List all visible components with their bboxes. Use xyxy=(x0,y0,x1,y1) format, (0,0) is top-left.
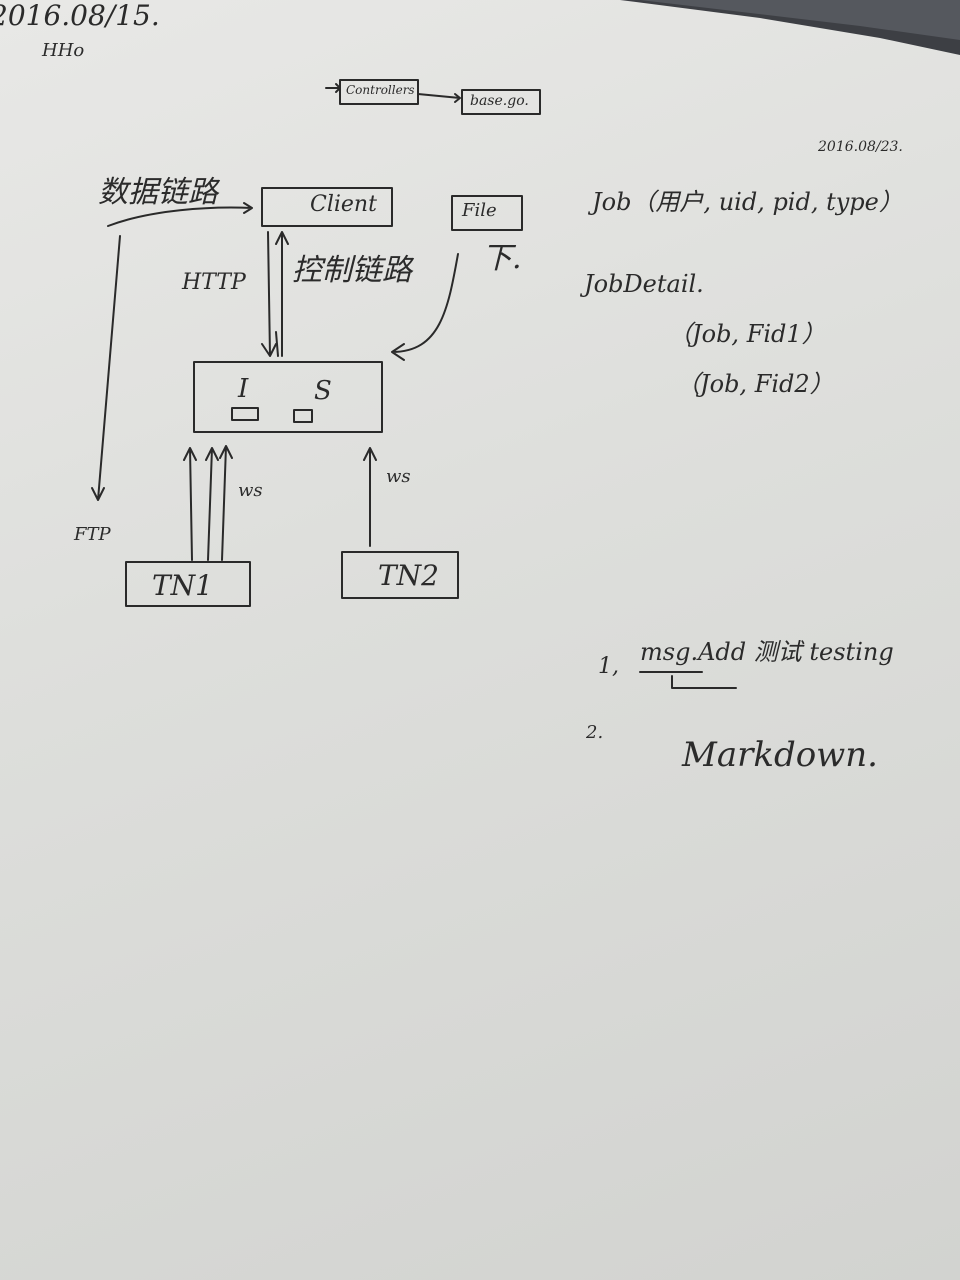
tn2-box xyxy=(341,551,459,599)
file-box xyxy=(451,195,523,231)
ws-left-label: ws xyxy=(238,480,263,501)
down-label: 下. xyxy=(482,241,522,276)
base-go-box xyxy=(461,89,541,115)
client-box xyxy=(261,187,393,227)
laptop-edge xyxy=(620,0,960,55)
client-label: Client xyxy=(310,192,377,217)
jobdetail-row2: （Job, Fid2） xyxy=(676,370,834,398)
controllers-box xyxy=(339,79,419,105)
tn1-label: TN1 xyxy=(152,569,213,602)
http-label: HTTP xyxy=(182,270,246,295)
jobdetail-row1: （Job, Fid1） xyxy=(668,320,826,348)
flow-left-label: Controllers xyxy=(346,83,415,97)
jobdetail-note: JobDetail. xyxy=(584,270,704,298)
todo-2-text: Markdown. xyxy=(682,735,878,775)
ftp-label: FTP xyxy=(74,524,111,545)
server-s-label: S xyxy=(314,376,332,406)
file-label: File xyxy=(462,200,497,221)
control-link-label: 控制链路 xyxy=(292,253,412,288)
tn1-box xyxy=(125,561,251,607)
todo-2-number: 2. xyxy=(586,722,604,743)
server-box xyxy=(193,361,383,433)
data-link-label: 数据链路 xyxy=(98,175,218,210)
server-main-label: I xyxy=(238,374,249,404)
todo-1-number: 1, xyxy=(598,654,619,679)
date-right: 2016.08/23. xyxy=(818,139,903,155)
ws-right-label: ws xyxy=(386,466,411,487)
date-top: 2016.08/15. xyxy=(0,0,160,32)
flow-right-label: base.go. xyxy=(470,93,529,109)
note-top: HHo xyxy=(42,40,85,61)
todo-1-text: msg.Add 测试 testing xyxy=(640,638,894,666)
job-note: Job（用户, uid, pid, type） xyxy=(592,188,903,216)
tn2-label: TN2 xyxy=(378,559,439,592)
